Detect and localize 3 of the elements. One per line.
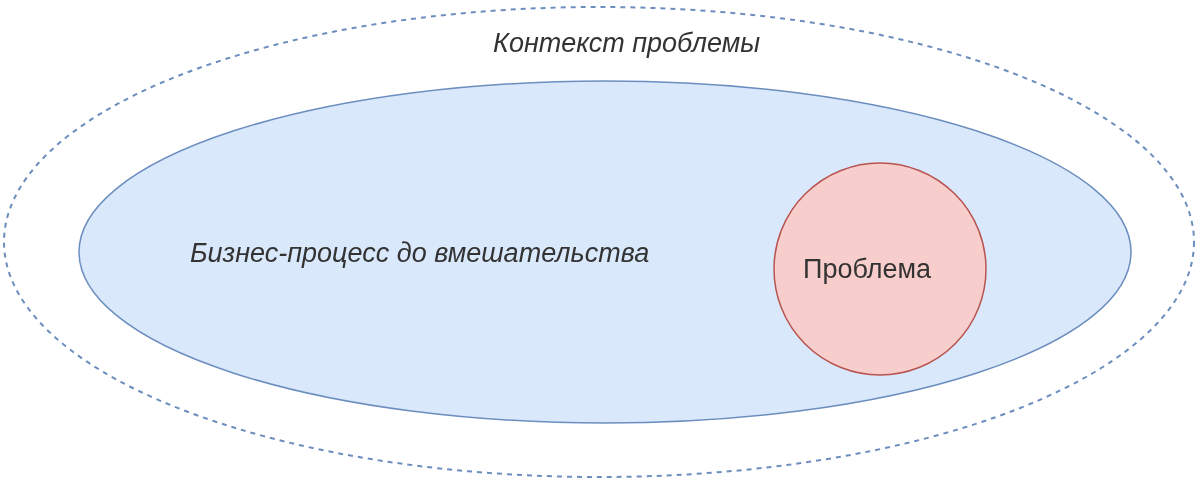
- shape-label: Проблема: [803, 254, 932, 285]
- shape-label: Бизнес-процесс до вмешательства: [190, 238, 650, 269]
- shape-label: Контекст проблемы: [493, 28, 761, 59]
